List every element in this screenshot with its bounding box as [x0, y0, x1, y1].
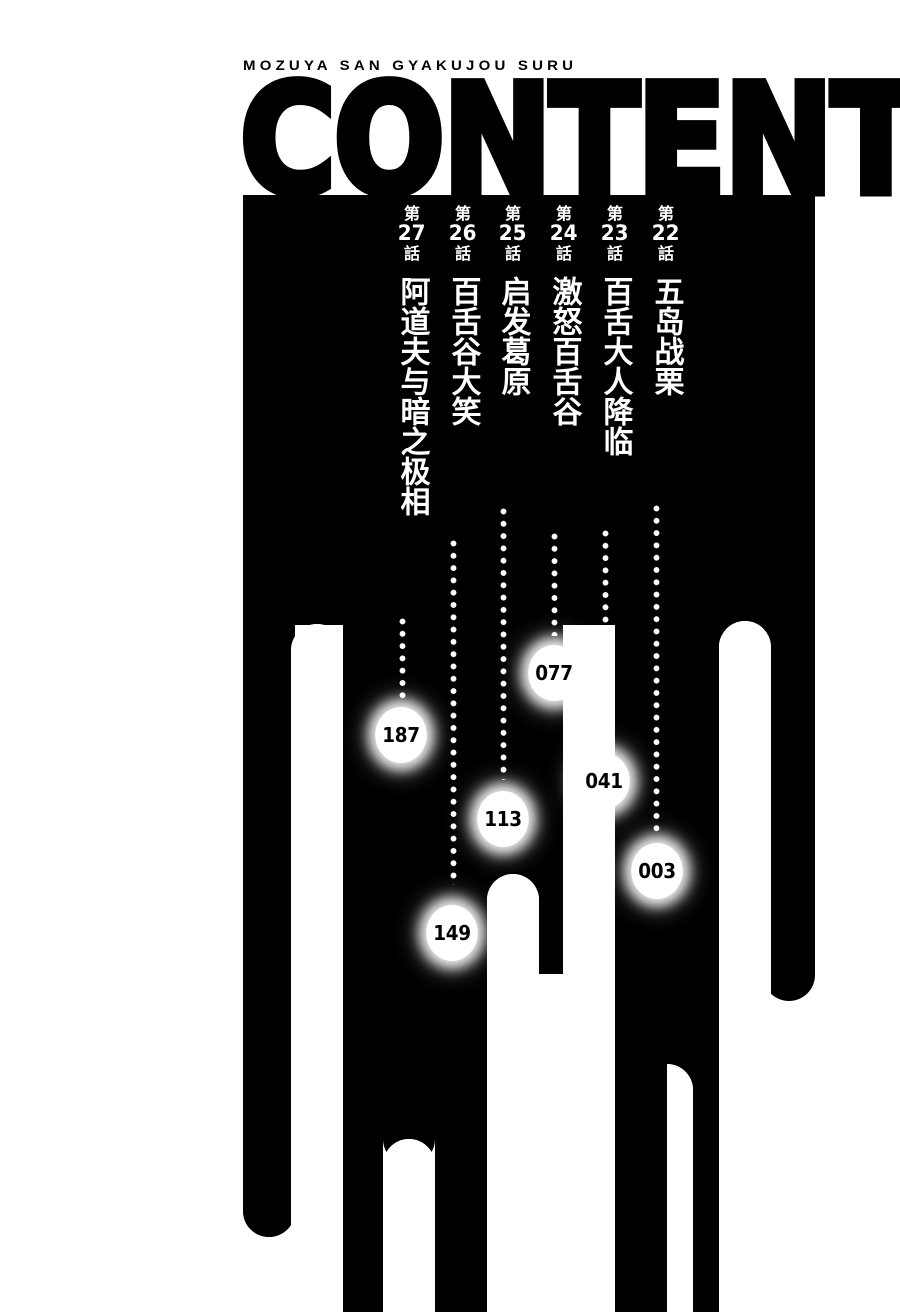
chapter-suffix: 話	[606, 244, 623, 263]
chapter-prefix: 第	[657, 204, 674, 223]
page-number-bubble[interactable]: 003	[631, 843, 683, 899]
chapter-number: 22	[652, 221, 680, 245]
series-romaji-subtitle: MOZUYA SAN GYAKUJOU SURU	[243, 58, 578, 74]
chapter-suffix: 話	[555, 244, 572, 263]
chapter-suffix: 話	[504, 244, 521, 263]
chapter-number: 25	[499, 221, 527, 245]
leader-dots	[653, 505, 660, 835]
chapter-title: 百舌大人降临	[597, 276, 633, 456]
chapter-suffix: 話	[454, 244, 471, 263]
page-title: CONTENTS	[236, 53, 900, 229]
chapter-prefix: 第	[555, 204, 572, 223]
leader-dots	[500, 508, 507, 780]
chapter-title: 激怒百舌谷	[546, 276, 582, 426]
chapter-prefix: 第	[606, 204, 623, 223]
page-number-bubble[interactable]: 149	[426, 905, 478, 961]
chapter-title: 启发葛原	[495, 276, 531, 396]
chapter-suffix: 話	[657, 244, 674, 263]
chapter-number: 27	[398, 221, 426, 245]
chapter-prefix: 第	[454, 204, 471, 223]
chapter-number: 24	[550, 221, 578, 245]
chapter-suffix: 話	[403, 244, 420, 263]
chapter-prefix: 第	[403, 204, 420, 223]
chapter-title: 百舌谷大笑	[445, 276, 481, 426]
page-number-bubble[interactable]: 187	[375, 707, 427, 763]
chapter-number: 26	[449, 221, 477, 245]
page-number-bubble[interactable]: 041	[578, 753, 630, 809]
page-number-bubble[interactable]: 113	[477, 791, 529, 847]
chapter-number: 23	[601, 221, 629, 245]
page-number-bubble[interactable]: 077	[528, 645, 580, 701]
leader-dots	[551, 533, 558, 636]
leader-dots	[602, 530, 609, 748]
chapter-title: 五岛战栗	[648, 276, 684, 396]
leader-dots	[399, 618, 406, 700]
chapter-prefix: 第	[504, 204, 521, 223]
chapter-title: 阿道夫与暗之极相	[394, 276, 430, 516]
leader-dots	[450, 540, 457, 885]
